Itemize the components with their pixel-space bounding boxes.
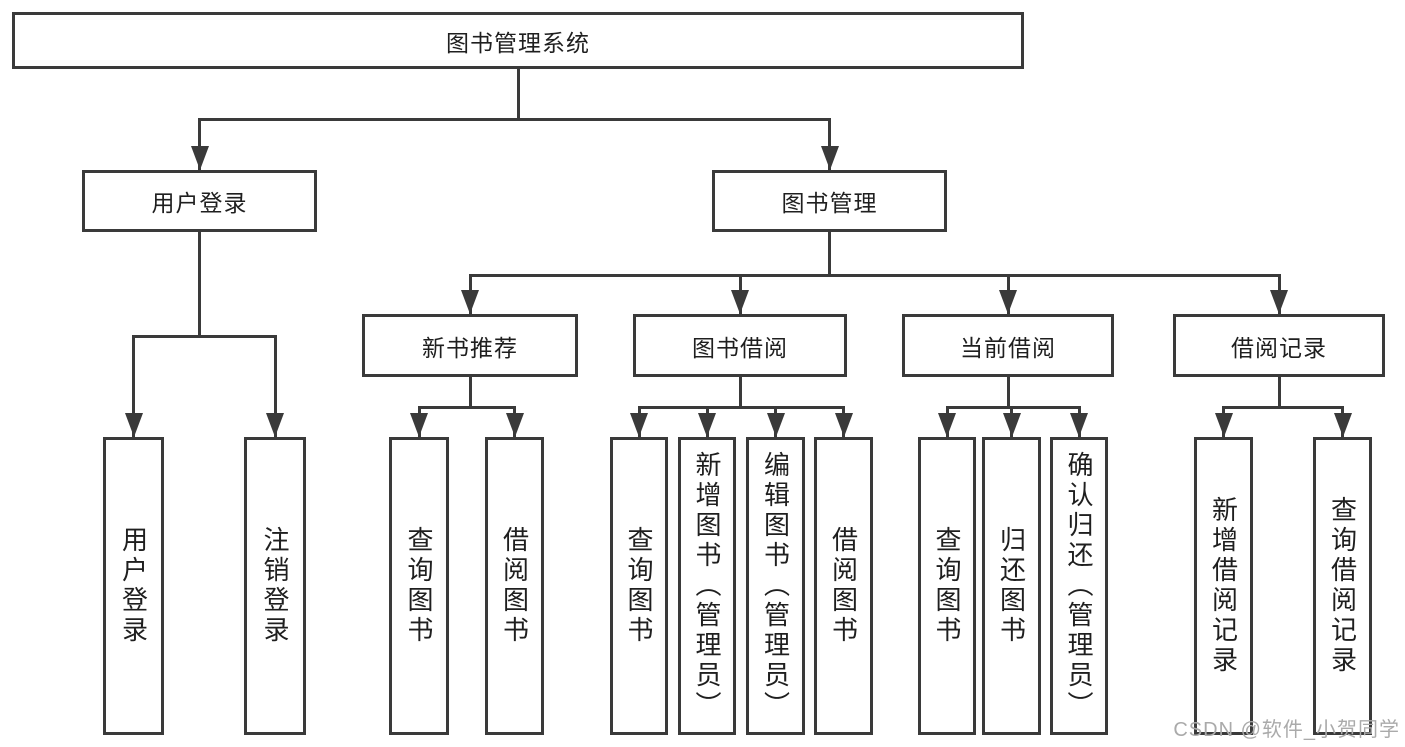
node-leaf-logout: 注销登录 [244,437,306,735]
connector-line [198,232,201,338]
arrow-down-icon [505,413,524,437]
node-book-mgmt: 图书管理 [712,170,947,232]
node-leaf-cb-return: 归还图书 [982,437,1041,735]
node-leaf-nbr-query: 查询图书 [389,437,449,735]
arrow-down-icon [820,146,839,170]
connector-line [417,406,516,409]
node-leaf-br-add: 新增借阅记录 [1194,437,1253,735]
connector-line [1277,377,1281,409]
node-leaf-bb-query: 查询图书 [610,437,668,735]
arrow-down-icon [834,413,853,437]
connector-line [516,69,520,121]
arrow-down-icon [1270,290,1288,314]
connector-line [828,118,831,170]
node-leaf-bb-borrow: 借阅图书 [814,437,873,735]
node-user-login: 用户登录 [82,170,317,232]
arrow-down-icon [410,413,428,437]
node-borrow-records: 借阅记录 [1173,314,1385,377]
node-leaf-br-query: 查询借阅记录 [1313,437,1372,735]
connector-line [198,118,201,170]
node-leaf-bb-edit: 编辑图书（管理员） [746,437,805,735]
arrow-down-icon [461,290,479,314]
connector-line [738,377,742,409]
arrow-down-icon [630,413,648,437]
node-current-borrow: 当前借阅 [902,314,1114,377]
connector-line [468,274,1281,277]
connector-line [828,232,831,277]
arrow-down-icon [1214,413,1233,437]
arrow-down-icon [1070,413,1088,437]
arrow-down-icon [766,413,785,437]
node-book-borrow: 图书借阅 [633,314,847,377]
arrow-down-icon [266,413,284,437]
arrow-down-icon [698,413,716,437]
node-new-book-rec: 新书推荐 [362,314,578,377]
arrow-down-icon [124,413,143,437]
connector-line [132,335,277,338]
connector-line [468,377,472,409]
arrow-down-icon [938,413,956,437]
arrow-down-icon [999,290,1017,314]
connector-line [1006,377,1010,409]
node-root: 图书管理系统 [12,12,1024,69]
node-leaf-login: 用户登录 [103,437,164,735]
connector-line [637,406,845,409]
arrow-down-icon [190,146,209,170]
node-leaf-cb-query: 查询图书 [918,437,976,735]
node-leaf-cb-confirm: 确认归还（管理员） [1050,437,1108,735]
connector-line [1222,406,1344,409]
node-leaf-nbr-borrow: 借阅图书 [485,437,544,735]
arrow-down-icon [1333,413,1352,437]
connector-line [945,406,1081,409]
connector-line [273,335,277,437]
node-leaf-bb-add: 新增图书（管理员） [678,437,736,735]
watermark: CSDN @软件_小贺同学 [1173,719,1400,741]
connector-line [198,118,831,121]
arrow-down-icon [731,290,749,314]
arrow-down-icon [1002,413,1021,437]
connector-line [132,335,135,437]
